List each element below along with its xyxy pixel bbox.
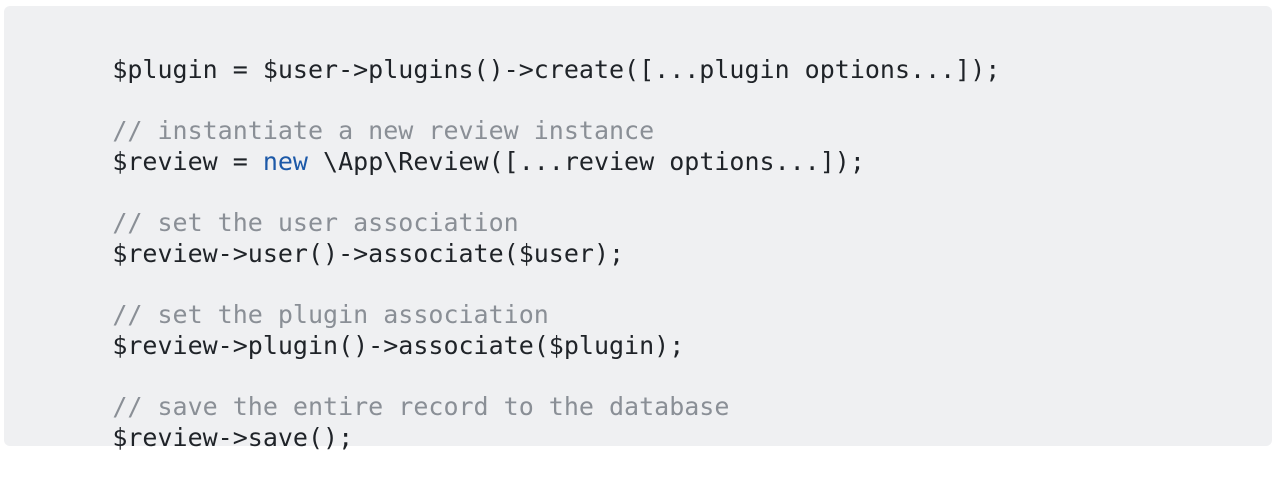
code-text: $review = — [112, 146, 263, 176]
code-text: $review->plugin()->associate($plugin); — [112, 330, 685, 360]
code-line: // save the entire record to the databas… — [22, 362, 1272, 421]
code-comment: // save the entire record to the databas… — [112, 392, 730, 422]
code-line: // instantiate a new review instance — [22, 85, 1272, 145]
code-text: \App\Review([...review options...]); — [307, 146, 865, 176]
code-content[interactable]: $plugin = $user->plugins()->create([...p… — [22, 24, 1272, 452]
code-line: // set the plugin association — [22, 270, 1272, 329]
code-line: $review->user()->associate($user); — [22, 208, 1272, 268]
code-line: $review->plugin()->associate($plugin); — [22, 300, 1272, 360]
code-comment: // set the plugin association — [112, 300, 549, 330]
code-text: $plugin = $user->plugins()->create([...p… — [112, 54, 1001, 84]
code-line: $review = new \App\Review([...review opt… — [22, 116, 1272, 176]
code-line: $review->save(); — [22, 392, 1272, 452]
code-text: $review->save(); — [112, 422, 354, 452]
code-keyword: new — [262, 146, 308, 176]
code-line: $plugin = $user->plugins()->create([...p… — [22, 24, 1272, 84]
code-block: $plugin = $user->plugins()->create([...p… — [4, 6, 1272, 452]
code-comment: // set the user association — [112, 208, 519, 238]
code-comment: // instantiate a new review instance — [112, 116, 655, 146]
code-text: $review->user()->associate($user); — [112, 238, 625, 268]
code-line: // set the user association — [22, 177, 1272, 237]
